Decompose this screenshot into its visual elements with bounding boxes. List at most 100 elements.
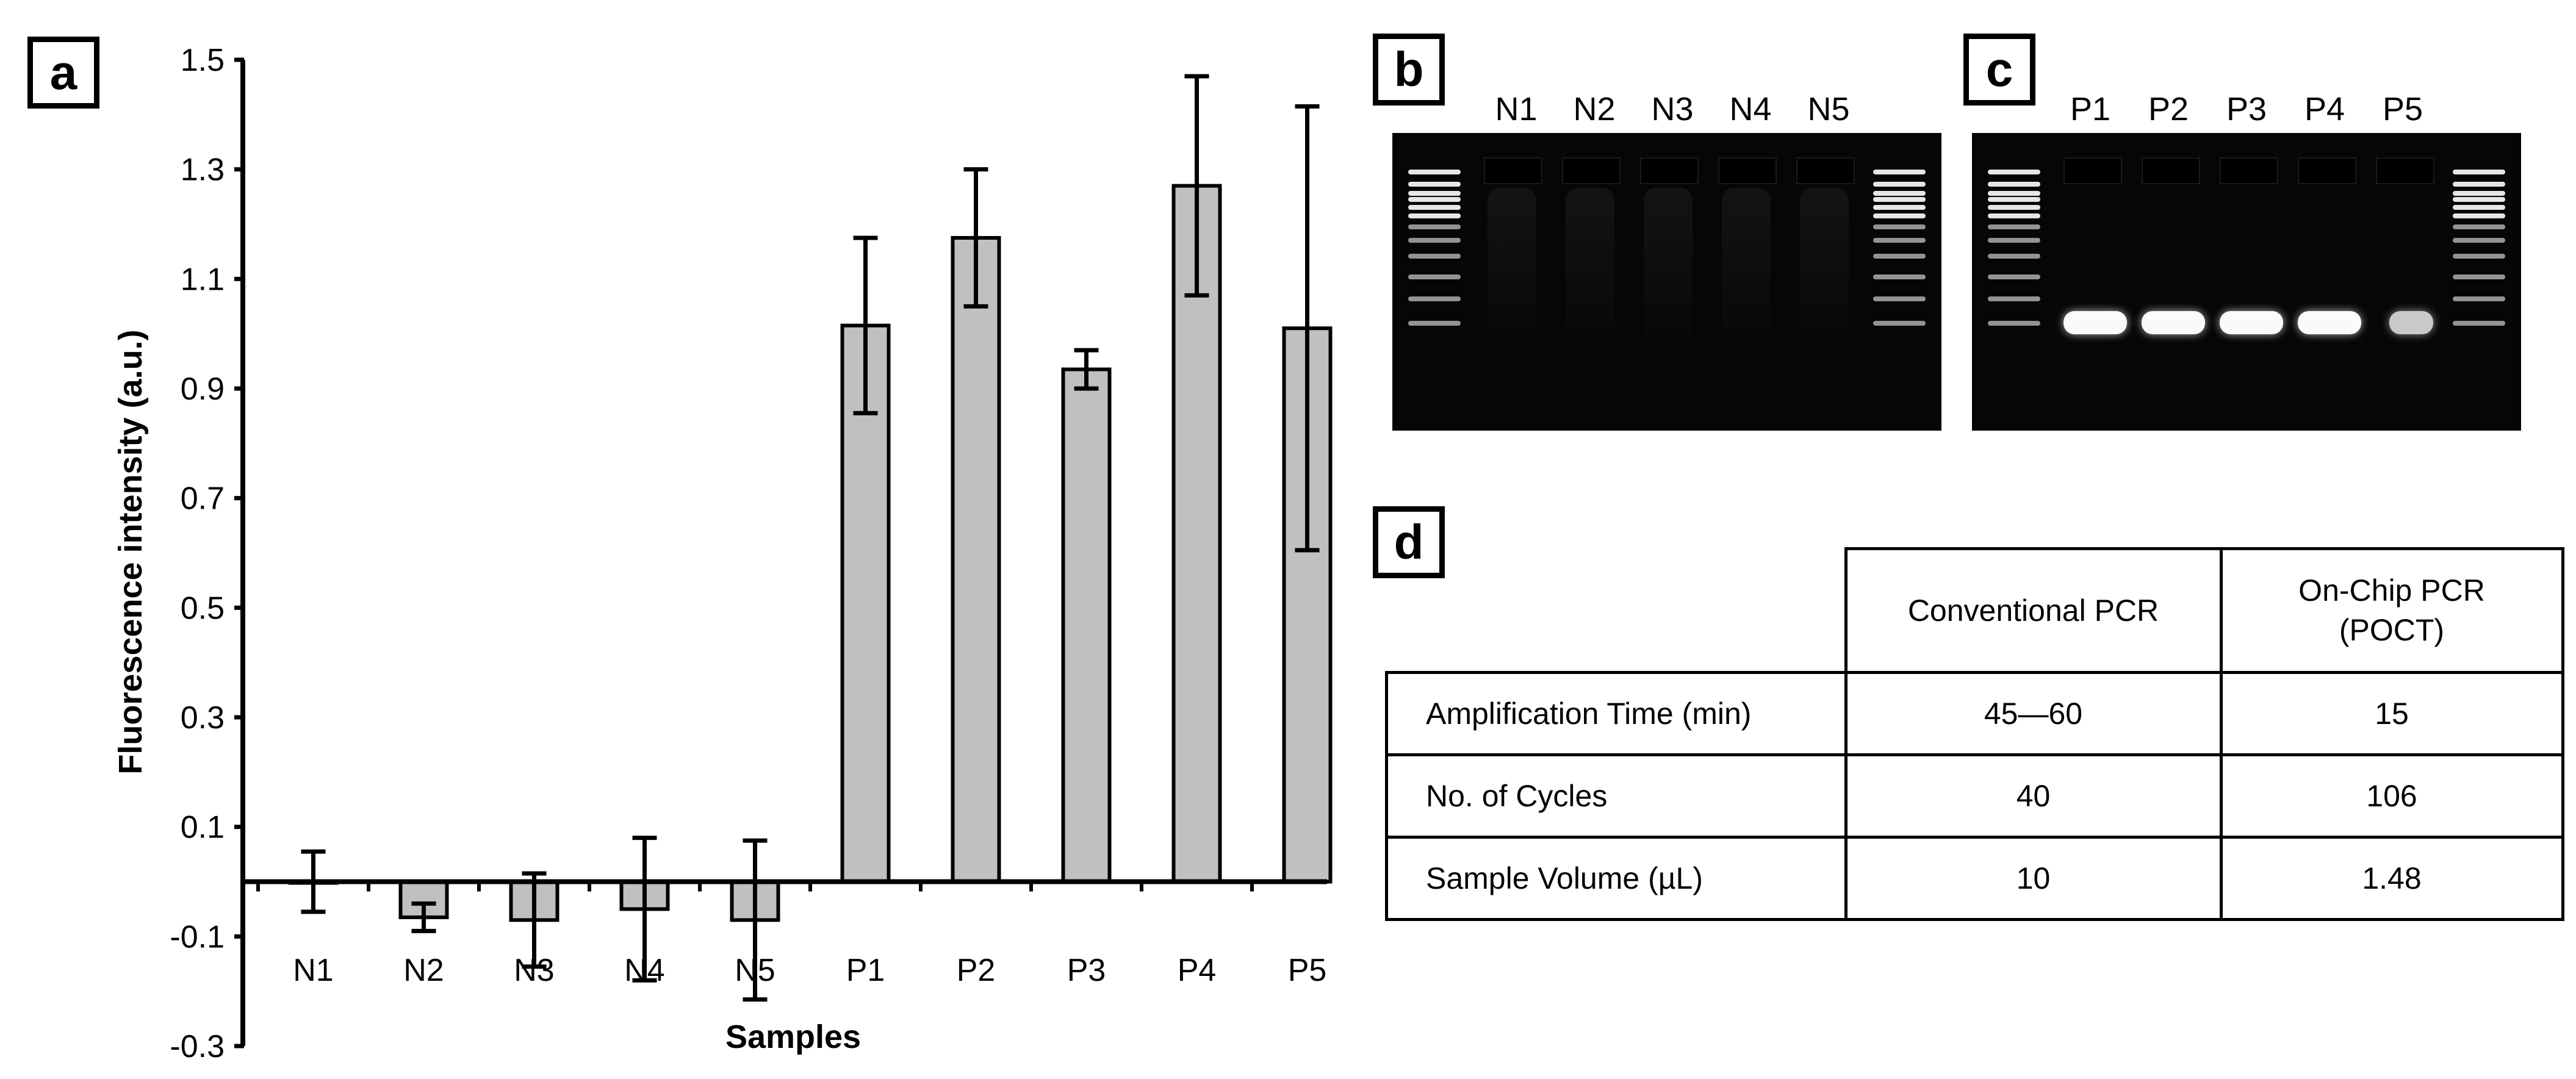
ladder-band xyxy=(2453,170,2505,174)
x-tick-label: P2 xyxy=(957,953,996,988)
panel-label-b: b xyxy=(1373,34,1445,106)
table-header-on-chip: On-Chip PCR (POCT) xyxy=(2219,547,2564,674)
gel-smear xyxy=(1488,188,1536,359)
y-tick-label: -0.1 xyxy=(170,919,225,955)
ladder-band xyxy=(1408,296,1461,301)
pcr-product-band xyxy=(2298,311,2361,334)
y-tick-label: 0.5 xyxy=(181,590,225,626)
ladder-band xyxy=(1988,191,2040,196)
gel-c-lane-label: P4 xyxy=(2304,91,2345,127)
x-tick-label: P1 xyxy=(846,953,885,988)
pcr-product-band xyxy=(2220,311,2283,334)
gel-smear xyxy=(1644,188,1693,359)
ladder-band xyxy=(1408,213,1461,218)
y-tick-label: 1.3 xyxy=(181,152,225,188)
ladder-band xyxy=(1988,197,2040,202)
y-tick-label: 0.1 xyxy=(181,810,225,845)
ladder-band xyxy=(2453,238,2505,243)
gel-image-positive xyxy=(1972,133,2521,431)
table-row-label: Amplification Time (min) xyxy=(1385,671,1847,756)
ladder-band xyxy=(1408,254,1461,259)
gel-b-lane-label: N3 xyxy=(1651,91,1694,127)
pcr-product-band xyxy=(2142,311,2205,334)
bar xyxy=(1061,367,1112,884)
x-tick-label: N2 xyxy=(403,953,444,988)
ladder-band xyxy=(1988,170,2040,174)
ladder-band xyxy=(1408,205,1461,210)
y-tick-label: 0.3 xyxy=(181,700,225,736)
ladder-band xyxy=(2453,197,2505,202)
gel-smear xyxy=(1566,188,1614,359)
bars xyxy=(288,74,1333,1002)
gel-smear xyxy=(1722,188,1771,359)
table-row: Sample Volume (µL) 10 1.48 xyxy=(1385,836,2564,921)
table-row: No. of Cycles 40 106 xyxy=(1385,753,2564,839)
table-cell: 10 xyxy=(1844,836,2223,921)
table-corner-cell xyxy=(1386,548,1847,674)
ladder-band xyxy=(1988,274,2040,279)
ladder-band xyxy=(2453,296,2505,301)
ladder-band xyxy=(1873,205,1926,210)
bar xyxy=(840,323,891,884)
ladder-band xyxy=(1873,191,1926,196)
ladder-band xyxy=(2453,191,2505,196)
gel-well xyxy=(1484,157,1542,184)
gel-well xyxy=(1640,157,1699,184)
ladder-band xyxy=(1408,238,1461,243)
table-row: Amplification Time (min) 45—60 15 xyxy=(1385,671,2564,756)
ladder-band xyxy=(1408,170,1461,174)
ladder-band xyxy=(2453,224,2505,229)
gel-well xyxy=(2220,157,2278,184)
gel-well xyxy=(2063,157,2122,184)
x-tick-label: P5 xyxy=(1288,953,1327,988)
x-axis-title: Samples xyxy=(725,1019,861,1055)
ladder-band xyxy=(2453,321,2505,326)
panel-label-c: c xyxy=(1963,34,2035,106)
gel-c-lane-labels: P1 P2 P3 P4 P5 xyxy=(2051,90,2442,128)
ladder-band xyxy=(1988,321,2040,326)
gel-well xyxy=(1562,157,1621,184)
pcr-comparison-table: Conventional PCR On-Chip PCR (POCT) Ampl… xyxy=(1385,547,2564,921)
y-tick-label: 0.7 xyxy=(181,481,225,517)
x-tick-label: P4 xyxy=(1178,953,1217,988)
gel-well xyxy=(2376,157,2434,184)
y-tick-label: 1.1 xyxy=(181,262,225,297)
y-axis-title: Fluorescence intensity (a.u.) xyxy=(112,329,149,774)
ladder-band xyxy=(2453,182,2505,187)
table-row-label: No. of Cycles xyxy=(1385,753,1847,839)
ladder-band xyxy=(1988,254,2040,259)
gel-c-lane-label: P1 xyxy=(2070,91,2111,127)
ladder-band xyxy=(1873,224,1926,229)
gel-well xyxy=(1796,157,1855,184)
y-axis: -0.3-0.10.10.30.50.70.91.11.31.5 xyxy=(170,43,245,1064)
ladder-band xyxy=(1873,197,1926,202)
ladder-band xyxy=(1988,205,2040,210)
pcr-product-band xyxy=(2063,311,2127,334)
gel-b-lane-label: N2 xyxy=(1573,91,1616,127)
ladder-band xyxy=(1408,191,1461,196)
x-tick-label: N3 xyxy=(514,953,554,988)
ladder-band xyxy=(1988,213,2040,218)
table-cell: 40 xyxy=(1844,753,2223,839)
y-tick-label: 0.9 xyxy=(181,371,225,407)
ladder-band xyxy=(1873,254,1926,259)
gel-b-lane-label: N1 xyxy=(1495,91,1538,127)
gel-well xyxy=(1718,157,1777,184)
ladder-band xyxy=(1988,224,2040,229)
x-tick-label: N5 xyxy=(735,953,775,988)
ladder-band xyxy=(1873,238,1926,243)
ladder-band xyxy=(1873,182,1926,187)
gel-b-lane-label: N4 xyxy=(1729,91,1772,127)
gel-well xyxy=(2298,157,2356,184)
table-cell: 15 xyxy=(2219,671,2564,756)
gel-image-negative xyxy=(1392,133,1941,431)
ladder-band xyxy=(1873,296,1926,301)
ladder-band xyxy=(1988,182,2040,187)
ladder-band xyxy=(1408,197,1461,202)
table-header-conventional: Conventional PCR xyxy=(1844,547,2223,674)
gel-smear xyxy=(1800,188,1849,359)
ladder-band xyxy=(1873,274,1926,279)
table-row-label: Sample Volume (µL) xyxy=(1385,836,1847,921)
